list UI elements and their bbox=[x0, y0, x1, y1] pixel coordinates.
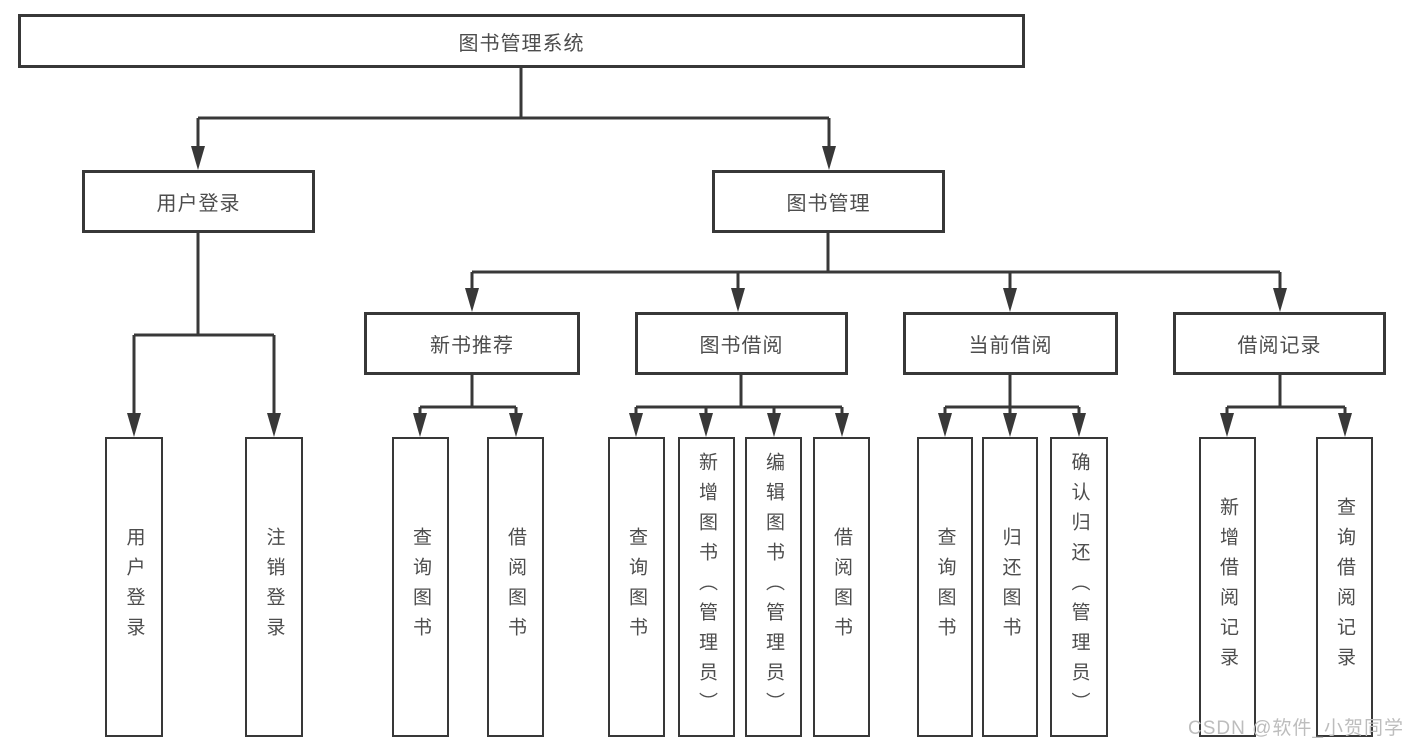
leaf-label: 新增借阅记录 bbox=[1217, 497, 1238, 677]
node-book-management: 图书管理 bbox=[712, 170, 945, 233]
connector-new-book-split bbox=[413, 375, 523, 437]
node-leaf-confirm-return-admin: 确认归还（管理员） bbox=[1050, 437, 1108, 737]
connector-current-borrow-split bbox=[938, 375, 1086, 437]
node-leaf-query-books-current: 查询图书 bbox=[917, 437, 973, 737]
connector-line bbox=[1225, 375, 1347, 416]
leaf-label: 确认归还（管理员） bbox=[1068, 452, 1090, 722]
leaf-label: 查询图书 bbox=[410, 527, 431, 647]
leaf-label: 借阅图书 bbox=[831, 527, 852, 647]
node-leaf-borrow-books: 借阅图书 bbox=[813, 437, 870, 737]
leaf-label: 新增图书（管理员） bbox=[696, 452, 717, 722]
arrowhead-icon bbox=[938, 413, 952, 437]
connector-line bbox=[470, 233, 1282, 290]
arrowhead-icon bbox=[127, 413, 141, 437]
connector-book-borrow-split bbox=[629, 375, 849, 437]
node-leaf-query-borrow-record: 查询借阅记录 bbox=[1316, 437, 1373, 737]
node-leaf-return-books: 归还图书 bbox=[982, 437, 1038, 737]
node-leaf-borrow-books-recommend: 借阅图书 bbox=[487, 437, 544, 737]
connector-user-login-split bbox=[127, 233, 281, 437]
connector-line bbox=[943, 375, 1081, 416]
arrowhead-icon bbox=[767, 413, 781, 437]
arrowhead-icon bbox=[413, 413, 427, 437]
arrowhead-icon bbox=[1003, 413, 1017, 437]
leaf-label: 查询图书 bbox=[626, 527, 647, 647]
leaf-label: 查询图书 bbox=[934, 527, 956, 647]
arrowhead-icon bbox=[731, 288, 745, 312]
node-leaf-add-borrow-record: 新增借阅记录 bbox=[1199, 437, 1256, 737]
node-library-management-system: 图书管理系统 bbox=[18, 14, 1025, 68]
arrowhead-icon bbox=[465, 288, 479, 312]
arrowhead-icon bbox=[1072, 413, 1086, 437]
arrowhead-icon bbox=[509, 413, 523, 437]
arrowhead-icon bbox=[699, 413, 713, 437]
arrowhead-icon bbox=[822, 146, 836, 170]
node-book-borrow: 图书借阅 bbox=[635, 312, 848, 375]
connector-borrow-record-split bbox=[1220, 375, 1352, 437]
node-leaf-query-books-borrow: 查询图书 bbox=[608, 437, 665, 737]
connector-line bbox=[196, 68, 831, 148]
arrowhead-icon bbox=[629, 413, 643, 437]
leaf-label: 归还图书 bbox=[999, 527, 1021, 647]
connector-line bbox=[132, 233, 276, 415]
arrowhead-icon bbox=[267, 413, 281, 437]
node-leaf-query-books-recommend: 查询图书 bbox=[392, 437, 449, 737]
leaf-label: 查询借阅记录 bbox=[1334, 497, 1355, 677]
connector-root-to-level2 bbox=[191, 68, 836, 170]
arrowhead-icon bbox=[1003, 288, 1017, 312]
node-leaf-logout: 注销登录 bbox=[245, 437, 303, 737]
node-new-book-recommend: 新书推荐 bbox=[364, 312, 580, 375]
node-leaf-user-login: 用户登录 bbox=[105, 437, 163, 737]
leaf-label: 编辑图书（管理员） bbox=[763, 452, 784, 722]
node-user-login: 用户登录 bbox=[82, 170, 315, 233]
connector-book-management-split bbox=[465, 233, 1287, 312]
leaf-label: 借阅图书 bbox=[505, 527, 526, 647]
leaf-label: 注销登录 bbox=[263, 527, 285, 647]
arrowhead-icon bbox=[1273, 288, 1287, 312]
arrowhead-icon bbox=[1220, 413, 1234, 437]
connector-line bbox=[634, 375, 844, 416]
arrowhead-icon bbox=[1338, 413, 1352, 437]
node-current-borrow: 当前借阅 bbox=[903, 312, 1118, 375]
arrowhead-icon bbox=[191, 146, 205, 170]
node-borrow-record: 借阅记录 bbox=[1173, 312, 1386, 375]
connector-line bbox=[418, 375, 518, 416]
arrowhead-icon bbox=[835, 413, 849, 437]
csdn-watermark: CSDN @软件_小贺同学 bbox=[1188, 718, 1404, 739]
node-leaf-add-books-admin: 新增图书（管理员） bbox=[678, 437, 735, 737]
leaf-label: 用户登录 bbox=[123, 527, 145, 647]
node-leaf-edit-books-admin: 编辑图书（管理员） bbox=[745, 437, 802, 737]
